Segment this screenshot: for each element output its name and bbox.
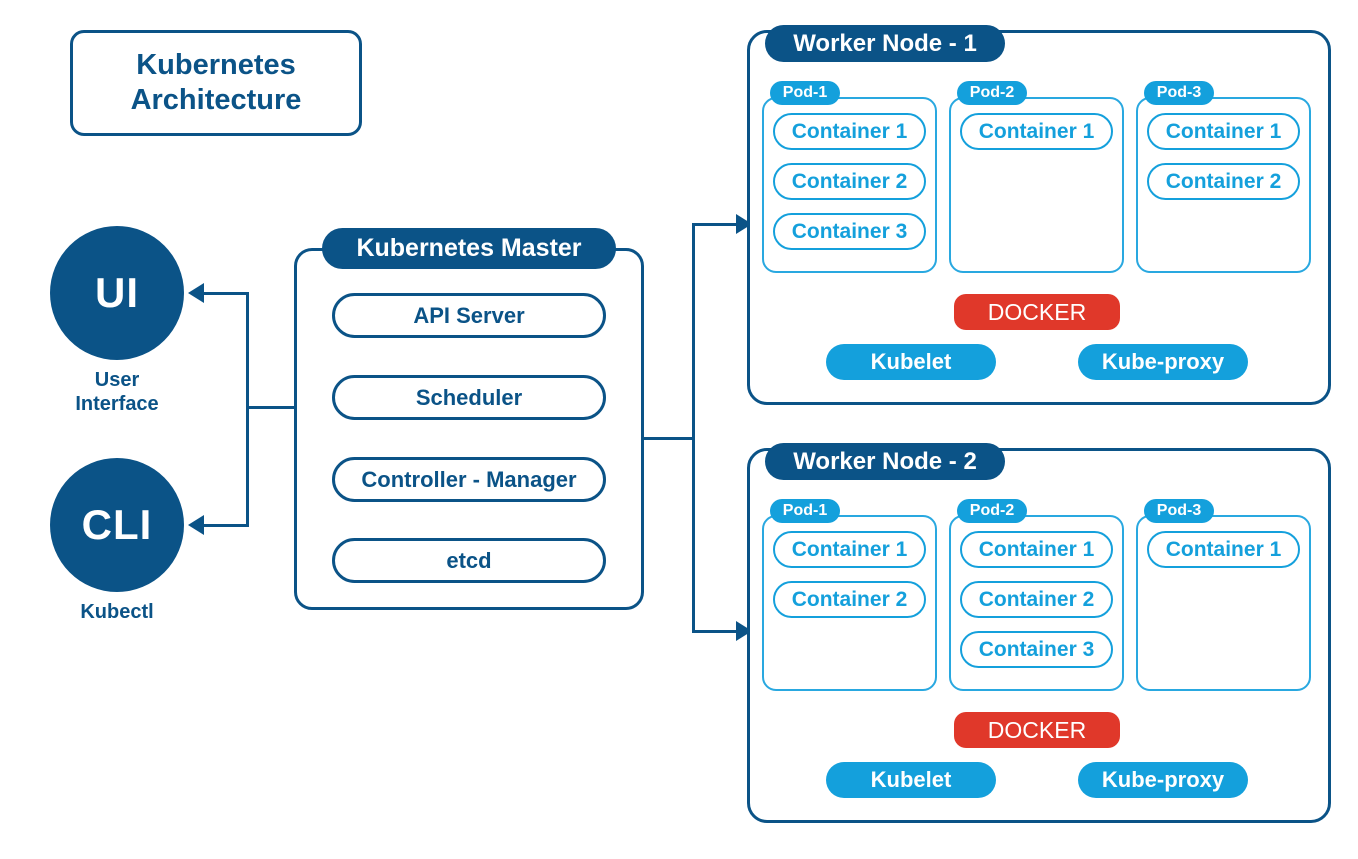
- worker-node-1-pod-3-container-1[interactable]: Container 1: [1147, 113, 1300, 150]
- worker-node-2-docker-badge[interactable]: DOCKER: [954, 712, 1120, 748]
- container-label: Container 1: [1165, 119, 1282, 143]
- worker-node-2-pod-2-label: Pod-2: [957, 499, 1027, 523]
- master-component-label: Controller - Manager: [361, 466, 577, 492]
- worker-node-1-pod-1-label: Pod-1: [770, 81, 840, 105]
- worker-node-1-pod-3-label: Pod-3: [1144, 81, 1214, 105]
- connector-branch-to-ui: [204, 292, 249, 295]
- worker-node-1-pod-3-container-2[interactable]: Container 2: [1147, 163, 1300, 200]
- worker-node-2-kubelet-badge[interactable]: Kubelet: [826, 762, 996, 798]
- container-label: Container 3: [791, 219, 908, 243]
- master-component-api-server[interactable]: API Server: [332, 293, 606, 338]
- master-component-etcd[interactable]: etcd: [332, 538, 606, 583]
- worker-node-1-kube-proxy-badge[interactable]: Kube-proxy: [1078, 344, 1248, 380]
- master-component-label: API Server: [413, 302, 525, 328]
- kube-proxy-label: Kube-proxy: [1101, 767, 1225, 792]
- pod-label-text: Pod-3: [1156, 84, 1202, 101]
- connector-branch-to-worker-node-1: [692, 223, 738, 226]
- connector-master-to-clients-stub: [246, 406, 298, 409]
- connector-workers-trunk: [692, 223, 695, 633]
- worker-node-2-pod-1-label: Pod-1: [770, 499, 840, 523]
- arrow-head-to-ui: [188, 283, 204, 303]
- container-label: Container 1: [978, 537, 1095, 561]
- container-label: Container 1: [791, 537, 908, 561]
- diagram-title-line-1: Kubernetes: [136, 48, 296, 81]
- worker-node-title-text: Worker Node - 2: [793, 447, 977, 475]
- container-label: Container 1: [791, 119, 908, 143]
- diagram-title-box: Kubernetes Architecture: [70, 30, 362, 136]
- pod-label-text: Pod-2: [969, 502, 1015, 519]
- container-label: Container 2: [1165, 169, 1282, 193]
- client-caption-ui-line-1: User: [94, 369, 140, 391]
- worker-node-1-pod-1-container-1[interactable]: Container 1: [773, 113, 926, 150]
- kubernetes-master-title-badge: Kubernetes Master: [322, 228, 616, 269]
- client-abbr-cli: CLI: [81, 501, 153, 548]
- container-label: Container 1: [978, 119, 1095, 143]
- diagram-title-text: Kubernetes Architecture: [131, 48, 302, 119]
- worker-node-1-pod-2-label: Pod-2: [957, 81, 1027, 105]
- pod-label-text: Pod-3: [1156, 502, 1202, 519]
- kubernetes-master-title-text: Kubernetes Master: [356, 234, 582, 262]
- master-component-label: Scheduler: [415, 384, 523, 410]
- diagram-title-line-2: Architecture: [130, 84, 302, 116]
- client-caption-ui-line-2: Interface: [75, 393, 159, 415]
- kubelet-label: Kubelet: [870, 767, 952, 792]
- kubelet-label: Kubelet: [870, 349, 952, 374]
- worker-node-1-pod-1-container-2[interactable]: Container 2: [773, 163, 926, 200]
- client-abbr-ui: UI: [95, 269, 139, 316]
- docker-label: DOCKER: [987, 716, 1087, 743]
- worker-node-1-docker-badge[interactable]: DOCKER: [954, 294, 1120, 330]
- client-circle-ui[interactable]: UI: [50, 226, 184, 360]
- worker-node-title-text: Worker Node - 1: [793, 29, 977, 57]
- kube-proxy-label: Kube-proxy: [1101, 349, 1225, 374]
- worker-node-2-kube-proxy-badge[interactable]: Kube-proxy: [1078, 762, 1248, 798]
- worker-node-1-title-badge: Worker Node - 1: [765, 25, 1005, 62]
- worker-node-2-pod-3-container-1[interactable]: Container 1: [1147, 531, 1300, 568]
- worker-node-2-pod-3-label: Pod-3: [1144, 499, 1214, 523]
- worker-node-2-pod-1-container-1[interactable]: Container 1: [773, 531, 926, 568]
- arrow-head-to-cli: [188, 515, 204, 535]
- worker-node-2-pod-2-container-1[interactable]: Container 1: [960, 531, 1113, 568]
- connector-branch-to-worker-node-2: [692, 630, 738, 633]
- worker-node-1-pod-1-container-3[interactable]: Container 3: [773, 213, 926, 250]
- master-component-label: etcd: [446, 547, 492, 573]
- worker-node-2-pod-2-container-3[interactable]: Container 3: [960, 631, 1113, 668]
- worker-node-2-pod-1-container-2[interactable]: Container 2: [773, 581, 926, 618]
- client-caption-ui: User Interface: [30, 368, 204, 416]
- pod-label-text: Pod-1: [782, 84, 828, 101]
- client-circle-cli[interactable]: CLI: [50, 458, 184, 592]
- client-caption-cli-line-1: Kubectl: [80, 601, 154, 623]
- connector-master-to-workers-stub: [643, 437, 695, 440]
- client-caption-cli: Kubectl: [30, 600, 204, 624]
- pod-label-text: Pod-1: [782, 502, 828, 519]
- worker-node-1-pod-2-container-1[interactable]: Container 1: [960, 113, 1113, 150]
- connector-branch-to-cli: [204, 524, 249, 527]
- worker-node-2-pod-2-container-2[interactable]: Container 2: [960, 581, 1113, 618]
- master-component-scheduler[interactable]: Scheduler: [332, 375, 606, 420]
- pod-label-text: Pod-2: [969, 84, 1015, 101]
- container-label: Container 2: [791, 169, 908, 193]
- container-label: Container 1: [1165, 537, 1282, 561]
- master-component-controller-manager[interactable]: Controller - Manager: [332, 457, 606, 502]
- container-label: Container 2: [791, 587, 908, 611]
- container-label: Container 2: [978, 587, 1095, 611]
- worker-node-1-kubelet-badge[interactable]: Kubelet: [826, 344, 996, 380]
- connector-clients-trunk: [246, 292, 249, 526]
- worker-node-2-title-badge: Worker Node - 2: [765, 443, 1005, 480]
- docker-label: DOCKER: [987, 298, 1087, 325]
- container-label: Container 3: [978, 637, 1095, 661]
